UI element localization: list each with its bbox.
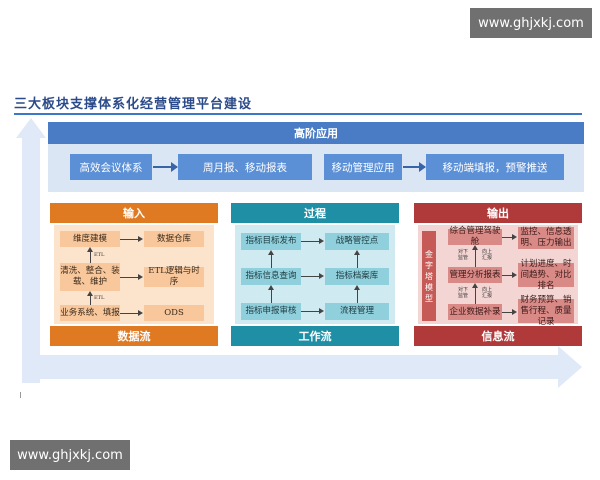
- arrow-up-icon: [268, 285, 274, 290]
- top-item-reports: 周月报、移动报表: [178, 154, 312, 180]
- process-box-query: 指标信息查询: [241, 268, 301, 285]
- connector: [502, 275, 512, 276]
- arrow-right-icon: [512, 234, 517, 240]
- arrow-right-icon: [138, 274, 143, 280]
- tick-mark: [20, 392, 21, 398]
- process-box-review: 指标申报审核: [241, 303, 301, 320]
- connector: [301, 241, 319, 242]
- output-box-monitor: 监控、信息透明、压力输出: [518, 227, 574, 249]
- arrow-up-icon: [354, 285, 360, 290]
- title-underline: [14, 113, 582, 115]
- process-box-strategy: 战略管控点: [325, 233, 389, 250]
- up-arrow-icon: [16, 118, 46, 138]
- top-item-meeting: 高效会议体系: [70, 154, 152, 180]
- connector: [271, 290, 272, 303]
- connector: [475, 288, 476, 304]
- right-arrow-icon: [558, 346, 582, 388]
- top-panel-header: 高阶应用: [48, 122, 584, 144]
- process-footer: 工作流: [231, 326, 399, 346]
- arrow-up-icon: [87, 247, 93, 252]
- connector: [120, 277, 138, 278]
- arrow-up-icon: [472, 245, 478, 250]
- output-box-supplement: 企业数据补录: [448, 304, 502, 320]
- arrow-right-icon: [512, 272, 517, 278]
- arrow-right-icon: [138, 236, 143, 242]
- process-box-target: 指标目标发布: [241, 233, 301, 250]
- arrow-right-icon: [138, 310, 143, 316]
- top-item-mobile-mgmt: 移动管理应用: [324, 154, 402, 180]
- connector: [357, 255, 358, 268]
- output-box-plan: 计划进度、时间趋势、对比排名: [518, 259, 574, 291]
- process-header: 过程: [231, 203, 399, 223]
- arrow-right-icon: [512, 309, 517, 315]
- output-box-cockpit: 综合管理驾驶舱: [448, 226, 502, 247]
- top-arrow-1: [153, 162, 178, 172]
- etl-label: ETL: [94, 252, 105, 258]
- arrow-up-icon: [87, 291, 93, 296]
- arrow-right-icon: [319, 273, 324, 279]
- output-body: 金字塔模型 综合管理驾驶舱 监控、信息透明、压力输出 管理分析报表 计划进度、时…: [418, 225, 578, 327]
- input-box-dimension: 维度建模: [60, 231, 120, 247]
- top-item-mobile-fill: 移动端填报，预警推送: [426, 154, 564, 180]
- output-footer: 信息流: [414, 326, 582, 346]
- input-box-business: 业务系统、填报: [60, 305, 120, 321]
- process-box-archive: 指标档案库: [325, 268, 389, 285]
- output-box-finance: 财务预算、销售行程、质量记录: [518, 295, 574, 327]
- arrow-up-icon: [268, 250, 274, 255]
- arrow-right-icon: [319, 308, 324, 314]
- output-section: 输出 金字塔模型 综合管理驾驶舱 监控、信息透明、压力输出 管理分析报表 计划进…: [414, 203, 582, 346]
- watermark-bottom: www.ghjxkj.com: [10, 440, 130, 470]
- process-box-flow: 流程管理: [325, 303, 389, 320]
- input-box-clean: 清洗、整合、装载、维护: [60, 263, 120, 291]
- connector: [357, 290, 358, 303]
- horizontal-arrow-shaft: [40, 355, 560, 379]
- input-section: 输入 维度建模 数据仓库 清洗、整合、装载、维护 ETL逻辑与时序 业务系统、填…: [50, 203, 218, 346]
- output-header: 输出: [414, 203, 582, 223]
- input-box-ods: ODS: [144, 305, 204, 321]
- connector: [120, 239, 138, 240]
- mini-label: 向上汇报: [481, 249, 492, 261]
- mini-label: 对下监管: [457, 249, 468, 261]
- process-section: 过程 指标目标发布 战略管控点 指标信息查询 指标档案库 指标申报审核 流程管理…: [231, 203, 399, 346]
- output-box-analysis: 管理分析报表: [448, 267, 502, 283]
- input-body: 维度建模 数据仓库 清洗、整合、装载、维护 ETL逻辑与时序 业务系统、填报 O…: [54, 225, 214, 324]
- connector: [90, 296, 91, 305]
- arrow-right-icon: [319, 238, 324, 244]
- arrow-up-icon: [472, 283, 478, 288]
- input-box-warehouse: 数据仓库: [144, 231, 204, 247]
- connector: [301, 276, 319, 277]
- watermark-top: www.ghjxkj.com: [470, 8, 592, 38]
- connector: [271, 255, 272, 268]
- connector: [301, 311, 319, 312]
- top-arrow-2: [403, 162, 426, 172]
- connector: [90, 252, 91, 263]
- input-header: 输入: [50, 203, 218, 223]
- arrow-up-icon: [354, 250, 360, 255]
- connector: [120, 313, 138, 314]
- process-body: 指标目标发布 战略管控点 指标信息查询 指标档案库 指标申报审核 流程管理: [235, 225, 395, 324]
- mini-label: 对下监管: [457, 287, 468, 299]
- etl-label: ETL: [94, 295, 105, 301]
- input-footer: 数据流: [50, 326, 218, 346]
- connector: [502, 312, 512, 313]
- diagram-title: 三大板块支撑体系化经营管理平台建设: [14, 97, 253, 112]
- connector: [502, 237, 512, 238]
- input-box-etl-logic: ETL逻辑与时序: [144, 266, 204, 287]
- pyramid-model-label: 金字塔模型: [422, 231, 436, 321]
- mini-label: 向上汇报: [481, 287, 492, 299]
- connector: [475, 250, 476, 267]
- vertical-arrow-shaft: [22, 138, 40, 383]
